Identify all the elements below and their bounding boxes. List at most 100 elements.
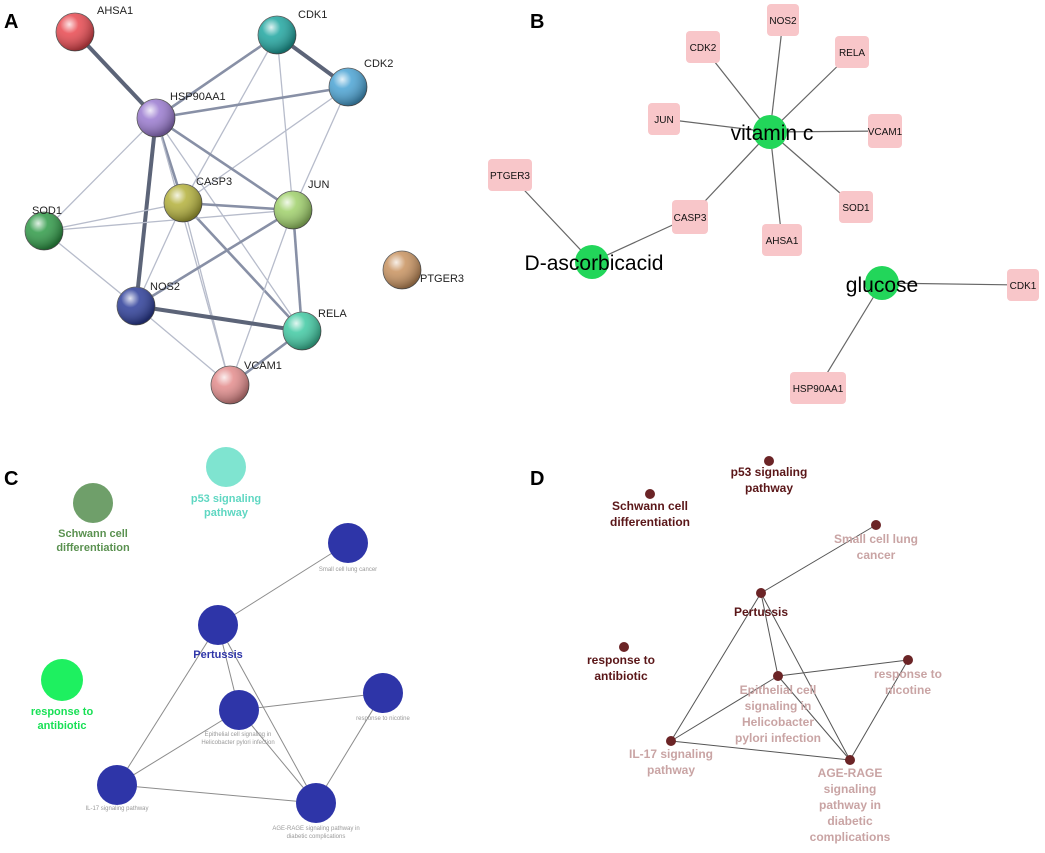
target-node-sod1[interactable] <box>839 191 873 223</box>
cluster-label-epithelial-line-1: Epithelial cell signaling in <box>205 732 272 738</box>
ppi-edge-hsp90aa1-jun <box>155 116 294 212</box>
cluster-node-nicotine[interactable] <box>363 673 403 713</box>
ct-edge-vitc-jun <box>663 118 771 133</box>
ppi-edge-hsp90aa1-rela <box>155 117 303 332</box>
panel-letter-c: C <box>4 468 18 490</box>
target-node-vcam1[interactable] <box>868 114 902 148</box>
panel-letter-d: D <box>530 468 544 490</box>
pvalue-node-agerage[interactable] <box>845 755 855 765</box>
pvalue-node-nicotine[interactable] <box>903 655 913 665</box>
ct-edge-glucose-cdk1 <box>881 282 1024 286</box>
target-node-cdk1[interactable] <box>1007 269 1039 301</box>
panel-letter-b: B <box>530 11 544 33</box>
target-label-sod1: SOD1 <box>842 203 870 214</box>
ppi-node-label-vcam1: VCAM1 <box>244 360 282 372</box>
target-label-nos2: NOS2 <box>769 16 797 27</box>
ppi-node-ahsa1[interactable] <box>55 12 95 52</box>
pvalue-edge-pertussis-il17 <box>670 592 762 742</box>
pvalue-node-p53[interactable] <box>764 456 774 466</box>
target-node-nos2[interactable] <box>767 4 799 36</box>
target-node-ahsa1[interactable] <box>762 224 802 256</box>
cluster-edge-sclc-pertussis <box>217 542 349 626</box>
pvalue-label-epithelial-line-3: Helicobacter <box>742 715 814 729</box>
compound-label-glucose: glucose <box>846 274 918 297</box>
pvalue-edge-sclc-pertussis <box>760 524 877 594</box>
pvalue-edge-epithelial-il17 <box>670 675 779 742</box>
ppi-edge-jun-nos2 <box>135 208 294 308</box>
cluster-node-schwann[interactable] <box>73 483 113 523</box>
pvalue-label-agerage-line-1: AGE-RAGE <box>818 766 883 780</box>
compound-node-vitc[interactable] <box>753 115 787 149</box>
pvalue-node-schwann[interactable] <box>645 489 655 499</box>
ppi-node-ptger3[interactable] <box>382 250 422 290</box>
ppi-node-label-sod1: SOD1 <box>32 205 62 217</box>
cluster-edge-nicotine-agerage <box>315 692 384 804</box>
ppi-node-cdk2[interactable] <box>328 67 368 107</box>
target-node-hsp90aa1[interactable] <box>790 372 846 404</box>
cluster-label-schwann-line-1: Schwann cell <box>58 528 128 540</box>
ppi-node-sod1[interactable] <box>24 211 64 251</box>
ppi-edge-casp3-rela <box>182 202 303 332</box>
pvalue-node-sclc[interactable] <box>871 520 881 530</box>
ct-edge-vitc-vcam1 <box>769 130 886 133</box>
ppi-node-cdk1[interactable] <box>257 15 297 55</box>
compound-node-dasc[interactable] <box>575 245 609 279</box>
pvalue-node-pertussis[interactable] <box>756 588 766 598</box>
compound-node-glucose[interactable] <box>865 266 899 300</box>
target-label-cdk2: CDK2 <box>690 43 717 54</box>
target-node-ptger3[interactable] <box>488 159 532 191</box>
target-node-cdk2[interactable] <box>686 31 720 63</box>
target-node-jun[interactable] <box>648 103 680 135</box>
ppi-node-casp3[interactable] <box>163 183 203 223</box>
cluster-node-antibiotic[interactable] <box>41 659 83 701</box>
cluster-edge-epithelial-nicotine <box>238 692 384 711</box>
target-label-jun: JUN <box>654 115 673 126</box>
ppi-edge-cdk1-jun <box>276 34 294 211</box>
cluster-node-il17[interactable] <box>97 765 137 805</box>
target-label-rela: RELA <box>839 48 865 59</box>
cluster-edge-il17-agerage <box>116 784 317 804</box>
cluster-label-il17-line-1: IL-17 signaling pathway <box>85 806 148 812</box>
cluster-edge-epithelial-agerage <box>238 709 317 804</box>
pvalue-label-epithelial-line-1: Epithelial cell <box>740 683 817 697</box>
cluster-node-epithelial[interactable] <box>219 690 259 730</box>
cluster-node-agerage[interactable] <box>296 783 336 823</box>
cluster-node-p53[interactable] <box>206 447 246 487</box>
cluster-label-sclc-line-1: Small cell lung cancer <box>319 567 377 573</box>
pvalue-label-il17-line-2: pathway <box>647 763 695 777</box>
ppi-node-jun[interactable] <box>273 190 313 230</box>
ppi-node-label-casp3: CASP3 <box>196 176 232 188</box>
pvalue-edge-epithelial-nicotine <box>777 659 909 677</box>
pvalue-label-nicotine-line-1: response to <box>874 667 942 681</box>
pvalue-node-il17[interactable] <box>666 736 676 746</box>
ppi-node-hsp90aa1[interactable] <box>136 98 176 138</box>
ppi-node-rela[interactable] <box>282 311 322 351</box>
enrichment-pvalue-edges <box>670 524 909 761</box>
cluster-node-pertussis[interactable] <box>198 605 238 645</box>
pvalue-node-antibiotic[interactable] <box>619 642 629 652</box>
ppi-edge-casp3-vcam1 <box>182 202 231 386</box>
ppi-edge-hsp90aa1-nos2 <box>134 117 158 307</box>
ppi-edge-casp3-sod1 <box>43 202 184 232</box>
target-node-rela[interactable] <box>835 36 869 68</box>
cluster-node-sclc[interactable] <box>328 523 368 563</box>
cluster-label-epithelial-line-2: Helicobacter pylori infection <box>201 740 274 746</box>
target-label-ahsa1: AHSA1 <box>766 236 799 247</box>
ppi-node-label-hsp90aa1: HSP90AA1 <box>170 91 226 103</box>
cluster-label-p53-line-1: p53 signaling <box>191 493 261 505</box>
cluster-edge-pertussis-agerage <box>217 624 317 804</box>
ppi-edge-cdk2-hsp90aa1 <box>155 85 349 120</box>
target-node-casp3[interactable] <box>672 200 708 234</box>
target-label-casp3: CASP3 <box>674 213 707 224</box>
compound-label-dasc: D-ascorbicacid <box>525 252 664 275</box>
ppi-edge-jun-rela <box>291 209 304 332</box>
cluster-label-antibiotic-line-1: response to <box>31 706 94 718</box>
compound-target-edges <box>509 19 1024 389</box>
pvalue-node-epithelial[interactable] <box>773 671 783 681</box>
target-label-ptger3: PTGER3 <box>490 171 530 182</box>
cluster-label-pertussis-line-1: Pertussis <box>193 649 243 661</box>
ct-edge-glucose-hsp90aa1 <box>817 282 883 389</box>
